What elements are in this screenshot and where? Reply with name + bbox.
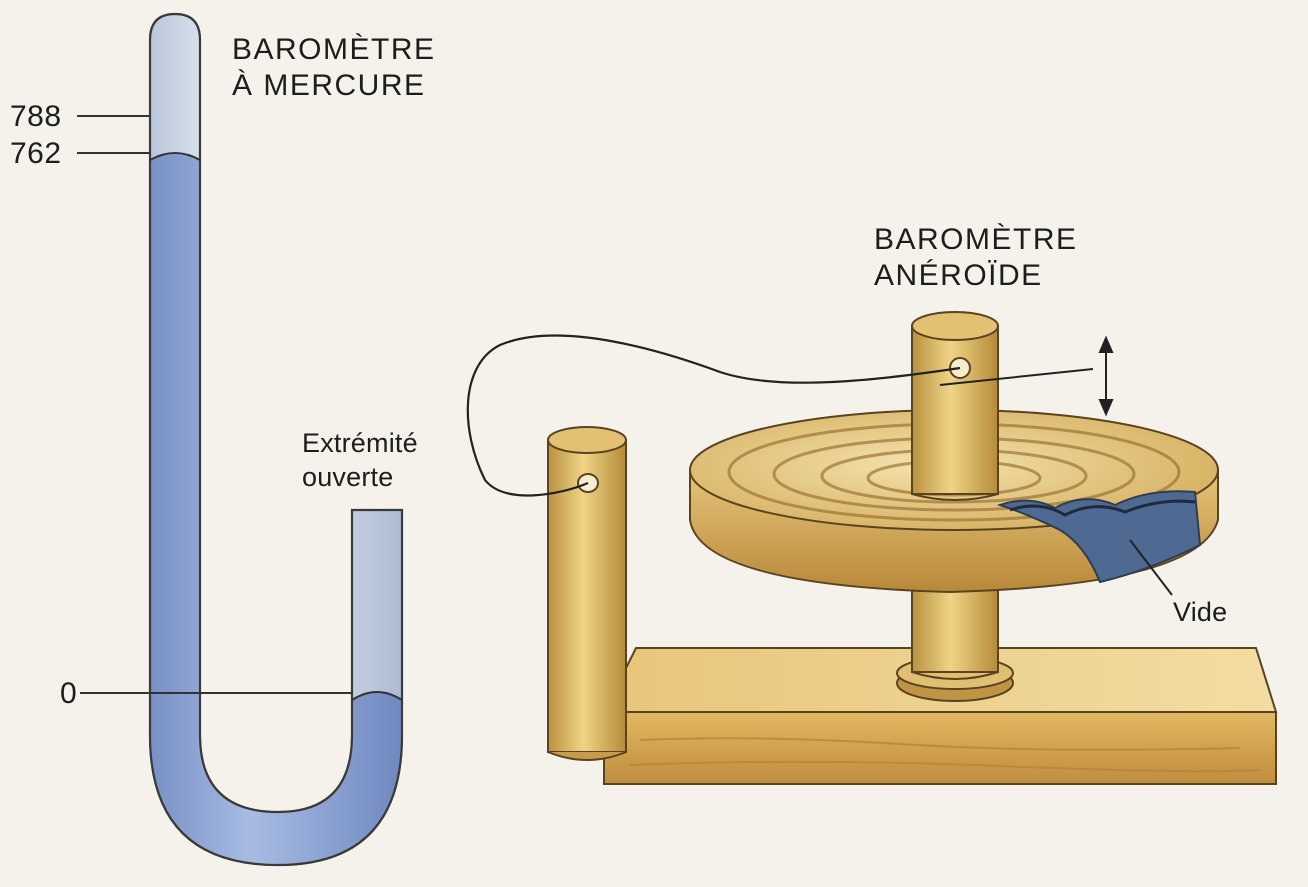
mercury-barometer	[77, 12, 404, 867]
mercury-title-line1: BAROMÈTRE	[232, 33, 436, 66]
mercury-title-line2: À MERCURE	[232, 69, 426, 102]
left-post	[547, 426, 627, 761]
vacuum-cutaway	[996, 490, 1202, 584]
aneroid-title-line2: ANÉROÏDE	[874, 259, 1043, 292]
lower-spindle	[896, 574, 1014, 702]
open-end-label-line2: ouverte	[302, 462, 394, 492]
upper-spindle	[911, 311, 999, 501]
vacuum-leader	[1129, 539, 1173, 596]
mercury-column	[150, 154, 402, 865]
open-end-label-line1: Extrémité	[302, 428, 418, 458]
aneroid-barometer	[466, 311, 1278, 785]
scale-label-788: 788	[10, 100, 62, 133]
wooden-base-front	[603, 711, 1277, 785]
vacuum-label: Vide	[1173, 597, 1228, 627]
up-down-arrow-icon	[1098, 335, 1114, 417]
scale-label-0: 0	[60, 677, 78, 710]
scale-label-762: 762	[10, 137, 62, 170]
indicator-needle	[939, 368, 1094, 386]
aneroid-title-line1: BAROMÈTRE	[874, 223, 1078, 256]
linkage-wire	[466, 334, 961, 497]
